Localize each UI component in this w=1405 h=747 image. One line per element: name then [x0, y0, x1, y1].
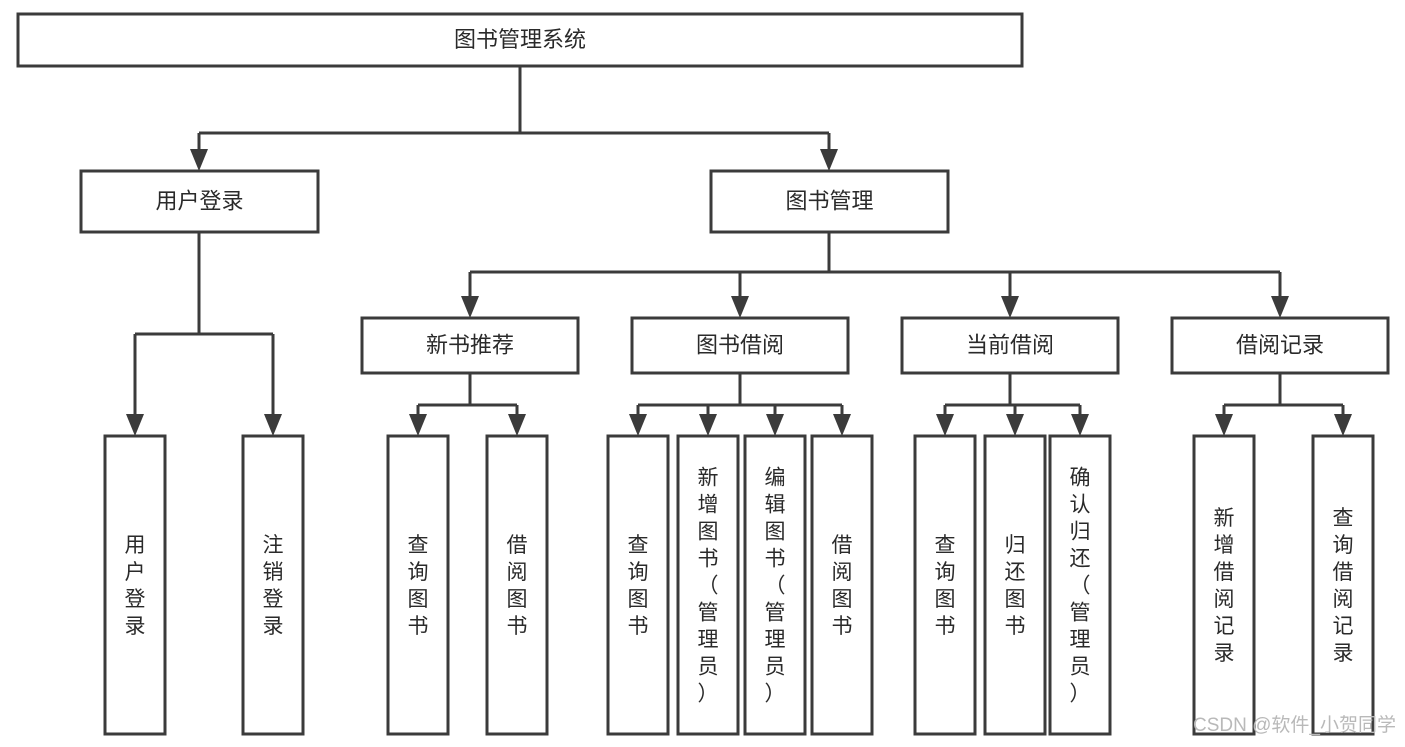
node-leaf-query-book-borrow[interactable]: 查询图书	[606, 434, 670, 736]
node-leaf-query-book-current[interactable]: 查询图书	[913, 434, 977, 736]
node-label-leaf-user-login: 用户登录	[125, 534, 146, 638]
connector-conn-new-book-recommend	[409, 373, 526, 436]
node-label-leaf-borrow-book: 借阅图书	[832, 534, 853, 638]
connector-conn-current-borrow	[936, 373, 1089, 436]
connectors-layer	[126, 66, 1352, 436]
node-label-leaf-borrow-book-recommend: 借阅图书	[507, 534, 528, 638]
node-label-root: 图书管理系统	[454, 27, 586, 52]
node-label-leaf-query-book-current: 查询图书	[935, 534, 956, 638]
connector-conn-borrow-records	[1215, 373, 1352, 436]
connector-conn-book-management	[461, 232, 1289, 318]
node-label-leaf-confirm-return: 确认归还（管理员）	[1070, 467, 1091, 706]
node-leaf-borrow-book-recommend[interactable]: 借阅图书	[485, 434, 549, 736]
connector-conn-book-borrow	[629, 373, 851, 436]
node-root[interactable]: 图书管理系统	[16, 12, 1024, 68]
node-leaf-add-book[interactable]: 新增图书（管理员）	[676, 434, 740, 736]
csdn-watermark: CSDN @软件_小贺同学	[1193, 714, 1396, 736]
node-leaf-edit-book[interactable]: 编辑图书（管理员）	[743, 434, 807, 736]
node-label-leaf-add-book: 新增图书（管理员）	[698, 467, 719, 706]
node-label-leaf-return-book: 归还图书	[1005, 534, 1026, 638]
node-label-current-borrow: 当前借阅	[966, 332, 1054, 357]
node-borrow-records[interactable]: 借阅记录	[1170, 316, 1390, 375]
node-book-management[interactable]: 图书管理	[709, 169, 950, 234]
node-current-borrow[interactable]: 当前借阅	[900, 316, 1120, 375]
node-leaf-query-book-recommend[interactable]: 查询图书	[386, 434, 450, 736]
node-user-login[interactable]: 用户登录	[79, 169, 320, 234]
node-label-leaf-query-book-recommend: 查询图书	[408, 534, 429, 638]
node-label-leaf-add-borrow-record: 新增借阅记录	[1214, 507, 1235, 665]
node-label-book-borrow: 图书借阅	[696, 332, 784, 357]
node-new-book-recommend[interactable]: 新书推荐	[360, 316, 580, 375]
node-label-borrow-records: 借阅记录	[1236, 332, 1324, 357]
node-label-leaf-user-logout: 注销登录	[263, 534, 284, 638]
node-leaf-user-login[interactable]: 用户登录	[103, 434, 167, 736]
node-leaf-query-borrow-record[interactable]: 查询借阅记录	[1311, 434, 1375, 736]
node-leaf-add-borrow-record[interactable]: 新增借阅记录	[1192, 434, 1256, 736]
node-label-leaf-edit-book: 编辑图书（管理员）	[765, 467, 786, 706]
node-label-user-login: 用户登录	[155, 188, 243, 213]
node-label-book-management: 图书管理	[785, 188, 873, 213]
connector-conn-root	[190, 66, 838, 171]
node-leaf-return-book[interactable]: 归还图书	[983, 434, 1047, 736]
node-book-borrow[interactable]: 图书借阅	[630, 316, 850, 375]
connector-conn-user-login	[126, 232, 282, 436]
node-label-new-book-recommend: 新书推荐	[426, 332, 514, 357]
node-leaf-user-logout[interactable]: 注销登录	[241, 434, 305, 736]
node-leaf-confirm-return[interactable]: 确认归还（管理员）	[1048, 434, 1112, 736]
node-label-leaf-query-book-borrow: 查询图书	[628, 534, 649, 638]
node-label-leaf-query-borrow-record: 查询借阅记录	[1333, 507, 1354, 665]
node-leaf-borrow-book[interactable]: 借阅图书	[810, 434, 874, 736]
node-boxes-layer: 图书管理系统用户登录图书管理新书推荐图书借阅当前借阅借阅记录用户登录注销登录查询…	[16, 12, 1390, 736]
